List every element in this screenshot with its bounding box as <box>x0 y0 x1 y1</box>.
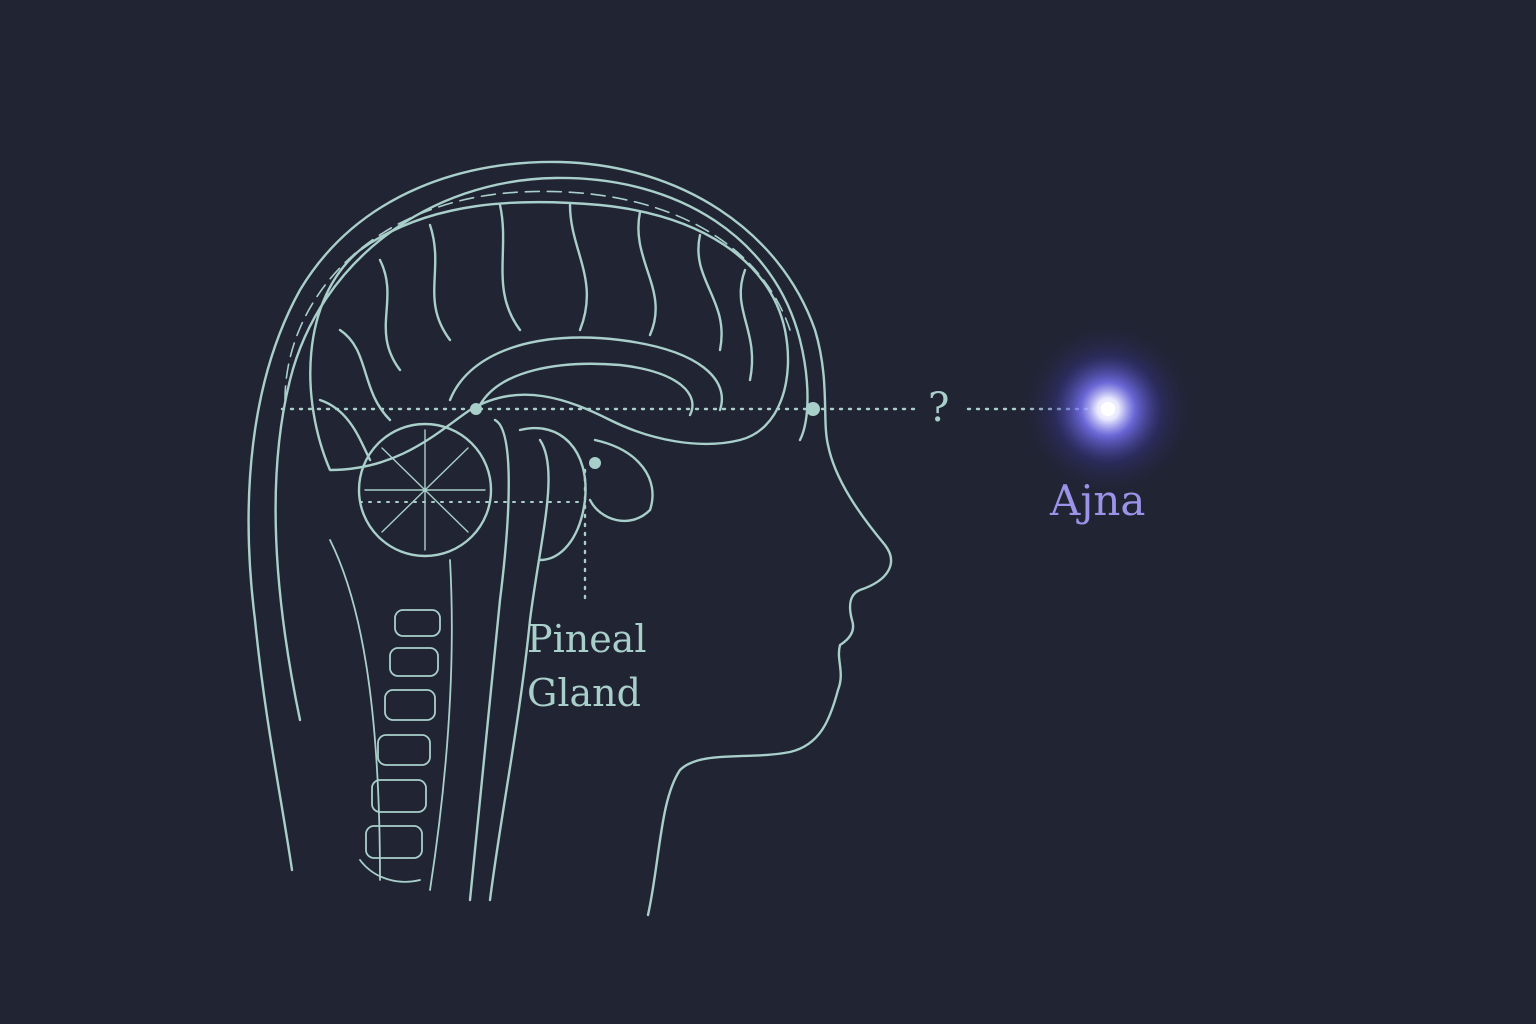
marker-dot-forehead <box>806 402 820 416</box>
marker-dot-brain <box>470 403 482 415</box>
marker-dot-pineal <box>589 457 601 469</box>
spine <box>329 539 453 891</box>
pineal-gland-label: Pineal Gland <box>527 612 647 720</box>
skull-outline <box>274 176 809 722</box>
brainstem <box>468 418 510 902</box>
head-outline <box>247 160 893 917</box>
brain-outline <box>309 200 790 472</box>
ajna-light-point <box>1101 402 1115 416</box>
pineal-label-line2: Gland <box>527 671 641 715</box>
question-mark: ? <box>928 385 950 431</box>
pineal-label-line1: Pineal <box>527 617 647 661</box>
cerebellum <box>357 422 493 558</box>
ajna-label: Ajna <box>1050 476 1146 525</box>
